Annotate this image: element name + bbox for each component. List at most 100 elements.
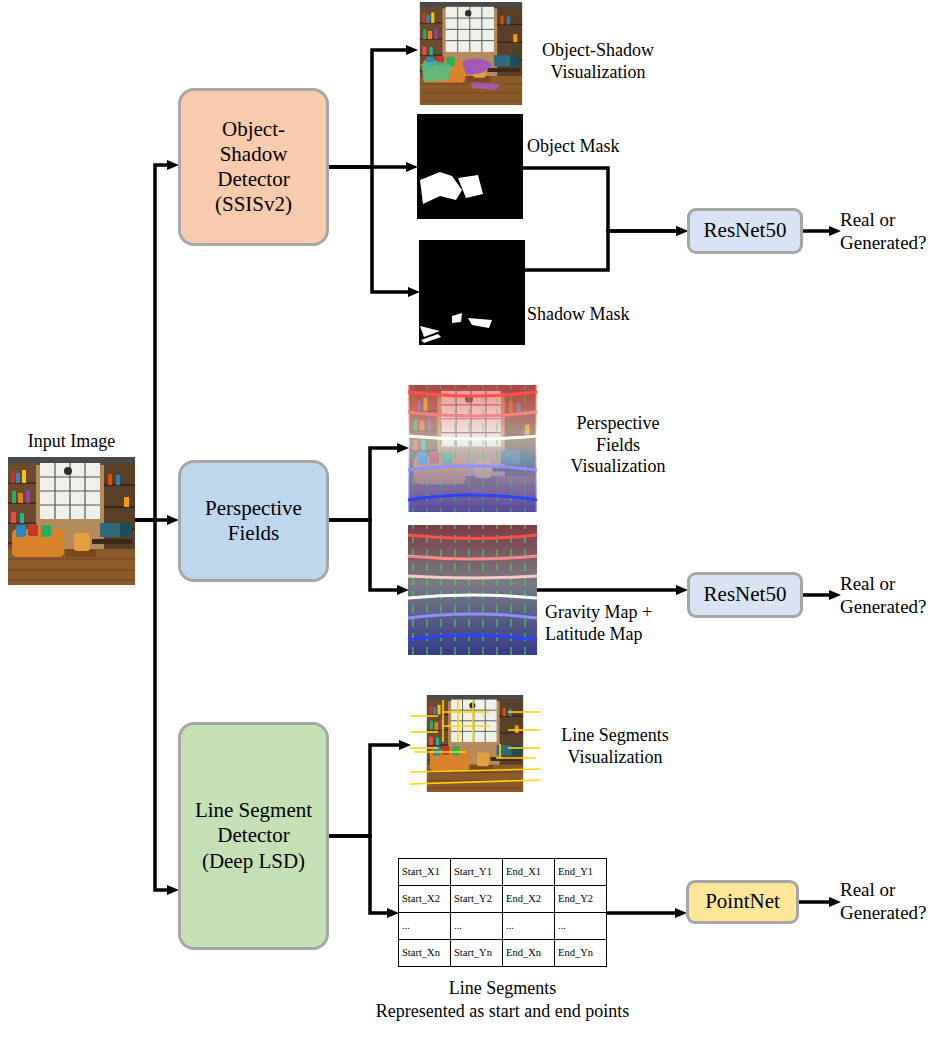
map-image: Gravity Map + Latitude Map: [408, 525, 537, 655]
input-image: Input Image: [8, 457, 135, 585]
box-label: Line Segment Detector (Deep LSD): [193, 798, 314, 874]
arrow-connector: [329, 745, 403, 836]
table-cell: End_X1: [502, 858, 555, 886]
illustration-part: [408, 576, 537, 578]
illustration-part: [408, 495, 537, 500]
illustration-part: [442, 700, 444, 742]
illustration-part: [410, 700, 540, 784]
illustration-part: [472, 700, 474, 742]
illustration-part: [508, 729, 540, 731]
illustration-part: [408, 466, 537, 470]
illustration-part: [410, 780, 540, 784]
arrow-connector: [135, 165, 171, 520]
box-label: Perspective Fields: [193, 496, 314, 546]
output-text: Real or Generated?: [840, 573, 946, 619]
illustration-part: [408, 535, 537, 640]
output-label: Real or Generated?: [840, 573, 946, 619]
illustration-part: [408, 385, 537, 512]
illustration-part: [410, 747, 438, 749]
arrow-connector: [329, 167, 412, 292]
arrow-connector: [525, 231, 680, 270]
arrow-connector: [803, 229, 833, 233]
illustration-part: [421, 61, 452, 82]
table-cell: ...: [502, 912, 555, 940]
table-cell: Start_X1: [398, 858, 451, 886]
illustration-part: [508, 711, 540, 713]
table-cell: Start_Y1: [450, 858, 503, 886]
illustration-part: [408, 392, 537, 396]
visualization-image: Line Segments Visualization: [410, 695, 540, 792]
segment-table: Line SegmentsRepresented as start and en…: [398, 858, 607, 967]
illustration-part: [408, 412, 537, 416]
illustration-part: [408, 525, 537, 655]
illustration-part: [408, 556, 537, 559]
image-caption: Line Segments Visualization: [548, 725, 682, 768]
illustration-part: [408, 385, 537, 512]
illustration-part: [408, 635, 537, 640]
table-cell: Start_X2: [398, 885, 451, 913]
visualization-image: Perspective Fields Visualization: [408, 385, 537, 512]
illustration-part: [499, 744, 501, 758]
illustration-part: [468, 318, 492, 328]
table-cell: End_X2: [502, 885, 555, 913]
illustration-part: [414, 751, 466, 753]
illustration-part: [421, 334, 441, 343]
gravity-latitude-map: [408, 525, 537, 655]
input-photo: [8, 457, 135, 585]
arrow-connector: [537, 588, 680, 592]
detector-box: Line Segment Detector (Deep LSD): [178, 722, 329, 950]
mask-image: Shadow Mask: [419, 240, 525, 345]
perspective-vis: [408, 385, 537, 512]
output-text: Real or Generated?: [840, 879, 946, 925]
illustration-part: [508, 747, 540, 749]
image-caption: Input Image: [2, 431, 141, 453]
image-caption: Object Mask: [527, 136, 647, 158]
arrow-connector: [799, 900, 833, 904]
visualization-image: Object-Shadow Visualization: [417, 2, 525, 105]
illustration-part: [419, 240, 525, 345]
arrow-connector: [329, 448, 401, 520]
image-caption: Perspective Fields Visualization: [556, 413, 680, 478]
illustration-part: [408, 525, 537, 655]
illustration-part: [458, 175, 483, 198]
arrow-connector: [523, 168, 680, 231]
illustration-part: [496, 757, 536, 759]
object-shadow-vis: [420, 2, 522, 105]
illustration-part: [443, 711, 490, 713]
illustration-part: [457, 700, 459, 742]
arrow-connector: [329, 50, 410, 167]
arrow-connector: [329, 836, 391, 913]
line-segments-vis: [410, 695, 540, 792]
image-caption: Object-Shadow Visualization: [528, 40, 668, 83]
illustration-part: [462, 58, 492, 74]
illustration-part: [443, 725, 490, 727]
box-label: Object-Shadow Detector (SSISv2): [193, 117, 314, 218]
image-caption: Represented as start and end points: [353, 1001, 652, 1023]
illustration-part: [410, 769, 540, 772]
illustration-part: [408, 595, 537, 598]
illustration-part: [408, 392, 537, 500]
shadow-mask: [419, 240, 525, 345]
output-label: Real or Generated?: [840, 209, 946, 255]
classifier-box: ResNet50: [687, 208, 803, 254]
box-label: PointNet: [705, 889, 780, 914]
table-cell: ...: [450, 912, 503, 940]
table-cell: End_Xn: [502, 939, 555, 967]
output-label: Real or Generated?: [840, 879, 946, 925]
output-text: Real or Generated?: [840, 209, 946, 255]
arrow-connector: [803, 593, 833, 597]
illustration-part: [417, 114, 523, 219]
illustration-part: [410, 715, 438, 717]
illustration-part: [470, 82, 500, 90]
table-cell: Start_Xn: [398, 939, 451, 967]
illustration-part: [408, 525, 537, 655]
illustration-part: [408, 614, 537, 618]
object-mask: [417, 114, 523, 219]
image-caption: Gravity Map + Latitude Map: [545, 602, 675, 645]
illustration-part: [410, 731, 438, 733]
table-cell: End_Yn: [554, 939, 607, 967]
arrow-connector: [607, 911, 679, 915]
detector-box: Object-Shadow Detector (SSISv2): [178, 88, 329, 246]
box-label: ResNet50: [704, 218, 787, 243]
